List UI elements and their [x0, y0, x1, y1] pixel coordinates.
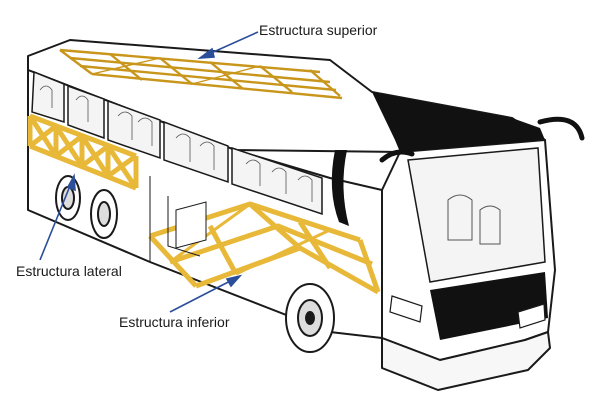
- windshield: [407, 147, 546, 283]
- label-estructura-inferior: Estructura inferior: [119, 314, 230, 330]
- mirror-left: [379, 149, 415, 163]
- mirrors: [379, 116, 585, 163]
- pointer-lateral: [39, 175, 75, 261]
- side-structure: [27, 113, 139, 191]
- side-window-1: [31, 70, 65, 124]
- wheels: [55, 175, 335, 353]
- side-windows: [31, 70, 323, 216]
- headlight-right: [517, 303, 546, 329]
- front-wheel: [285, 283, 335, 353]
- label-estructura-superior: Estructura superior: [259, 22, 378, 38]
- side-window-3: [107, 99, 161, 160]
- bus-bumper: [381, 331, 551, 391]
- rear-wheel-2: [90, 189, 118, 239]
- mirror-right: [537, 116, 585, 141]
- front-details: [331, 92, 548, 340]
- label-estructura-lateral: Estructura lateral: [16, 263, 122, 279]
- roof-structure: [59, 48, 343, 100]
- headlight-left: [389, 295, 423, 323]
- pointer-lines: [39, 31, 259, 313]
- windshield-top-band: [372, 92, 545, 152]
- front-grille: [430, 272, 548, 340]
- side-window-5: [231, 146, 323, 216]
- side-window-4: [163, 120, 229, 184]
